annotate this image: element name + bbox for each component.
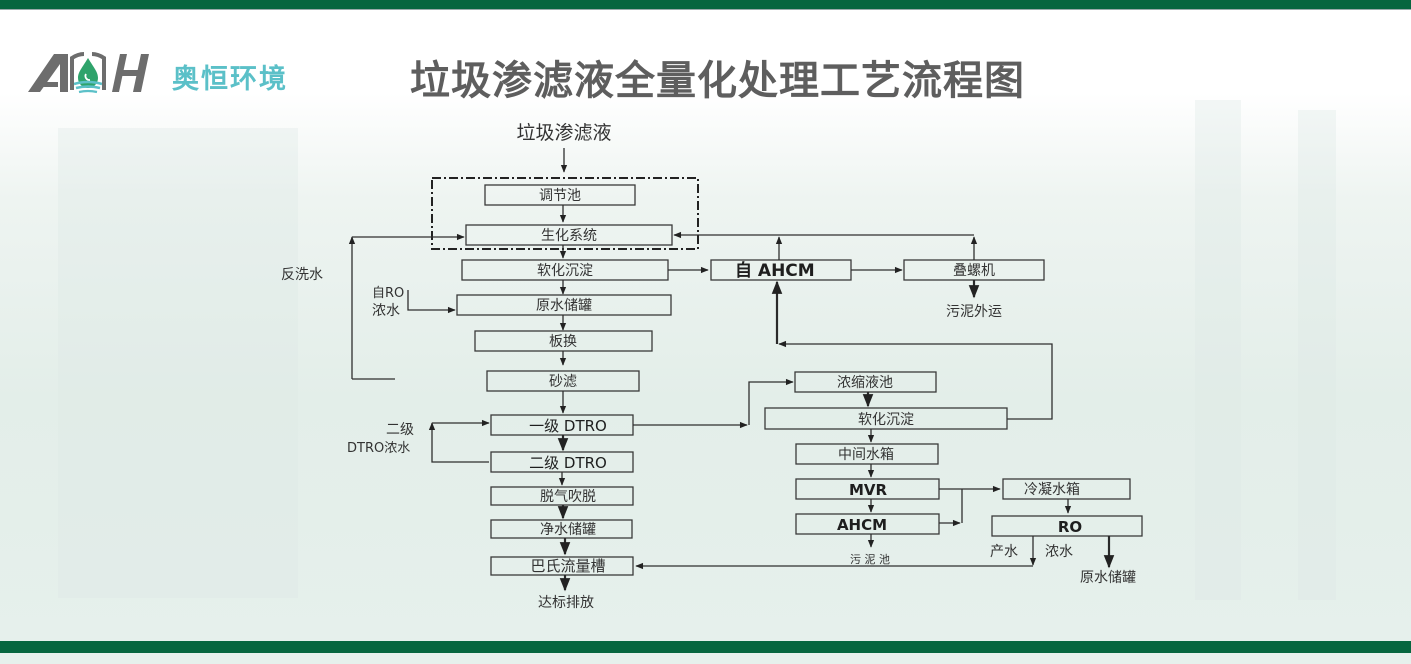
logo-letter-a [28, 54, 68, 92]
node-mvr: MVR [795, 478, 940, 500]
brand-name: 奥恒环境 [172, 64, 288, 95]
node-dtro-stage-1: 一级 DTRO [490, 414, 634, 436]
connector [407, 290, 456, 314]
node-ahcm-self: 自 AHCM [710, 259, 852, 281]
svg-text:冷凝水箱: 冷凝水箱 [1024, 482, 1080, 498]
svg-text:浓缩液池: 浓缩液池 [837, 375, 893, 391]
node-parshall-flume: 巴氏流量槽 [490, 556, 634, 576]
connector [428, 422, 489, 463]
node-condensate-tank: 冷凝水箱 [1002, 478, 1131, 500]
node-concentrate-tank: 浓缩液池 [794, 371, 937, 393]
svg-text:RO: RO [1058, 518, 1082, 536]
to-raw-tank-label: 原水储罐 [1080, 570, 1136, 586]
svg-text:脱气吹脱: 脱气吹脱 [540, 489, 596, 505]
discharge-label: 达标排放 [538, 595, 594, 611]
sludge-out-label: 污泥外运 [946, 304, 1002, 320]
sludge-pool-label: 污 泥 池 [850, 553, 890, 566]
connector [748, 378, 794, 425]
logo-letter-h [112, 54, 149, 92]
svg-text:一级 DTRO: 一级 DTRO [529, 417, 607, 435]
dtro2-conc-label-1: 二级 [386, 422, 414, 438]
background-panel [1195, 100, 1241, 600]
node-softening-1: 软化沉淀 [461, 259, 669, 281]
node-raw-water-tank: 原水储罐 [456, 294, 672, 316]
backwash-label: 反洗水 [281, 267, 323, 283]
svg-text:AHCM: AHCM [837, 516, 887, 534]
node-degassing: 脱气吹脱 [490, 486, 634, 506]
product-water-label: 产水 [990, 544, 1018, 560]
source-label: 垃圾渗滤液 [516, 122, 611, 144]
top-bar [0, 0, 1411, 10]
background-panel [1298, 110, 1336, 600]
node-ahcm: AHCM [795, 513, 940, 535]
svg-text:调节池: 调节池 [539, 188, 581, 204]
svg-text:生化系统: 生化系统 [541, 228, 597, 244]
svg-text:MVR: MVR [849, 481, 888, 499]
bottom-bar [0, 641, 1411, 653]
svg-text:软化沉淀: 软化沉淀 [537, 263, 593, 279]
node-ro: RO [991, 515, 1143, 537]
svg-text:中间水箱: 中间水箱 [838, 447, 894, 463]
node-softening-2: 软化沉淀 [764, 407, 1008, 430]
node-intermediate-tank: 中间水箱 [795, 443, 939, 465]
connector [778, 340, 1053, 420]
svg-text:软化沉淀: 软化沉淀 [858, 412, 914, 428]
water-drop-icon [70, 52, 106, 94]
node-biochem-system: 生化系统 [465, 224, 673, 246]
svg-text:叠螺机: 叠螺机 [953, 263, 995, 279]
node-screw-press: 叠螺机 [903, 259, 1045, 281]
dtro2-conc-label-2: DTRO浓水 [347, 441, 410, 456]
svg-text:净水储罐: 净水储罐 [540, 522, 596, 538]
node-sand-filter: 砂滤 [486, 370, 640, 392]
aoh-logo [28, 52, 149, 94]
from-ro-label: 自RO [372, 286, 404, 301]
page-title: 垃圾渗滤液全量化处理工艺流程图 [410, 58, 1025, 104]
svg-text:二级 DTRO: 二级 DTRO [529, 454, 607, 472]
svg-text:板换: 板换 [549, 333, 577, 350]
node-dtro-stage-2: 二级 DTRO [490, 451, 634, 473]
conc-water-label: 浓水 [1045, 544, 1073, 560]
background-panel [58, 128, 298, 598]
biochem-enclosure [431, 177, 699, 250]
svg-text:自 AHCM: 自 AHCM [735, 260, 815, 281]
svg-text:原水储罐: 原水储罐 [536, 298, 592, 314]
node-plate-heat-exchanger: 板换 [474, 330, 653, 352]
node-adjust-tank: 调节池 [484, 184, 636, 206]
svg-text:砂滤: 砂滤 [549, 374, 577, 390]
svg-text:巴氏流量槽: 巴氏流量槽 [530, 557, 605, 575]
node-clean-water-tank: 净水储罐 [490, 519, 633, 539]
from-ro-conc-label: 浓水 [372, 303, 400, 319]
